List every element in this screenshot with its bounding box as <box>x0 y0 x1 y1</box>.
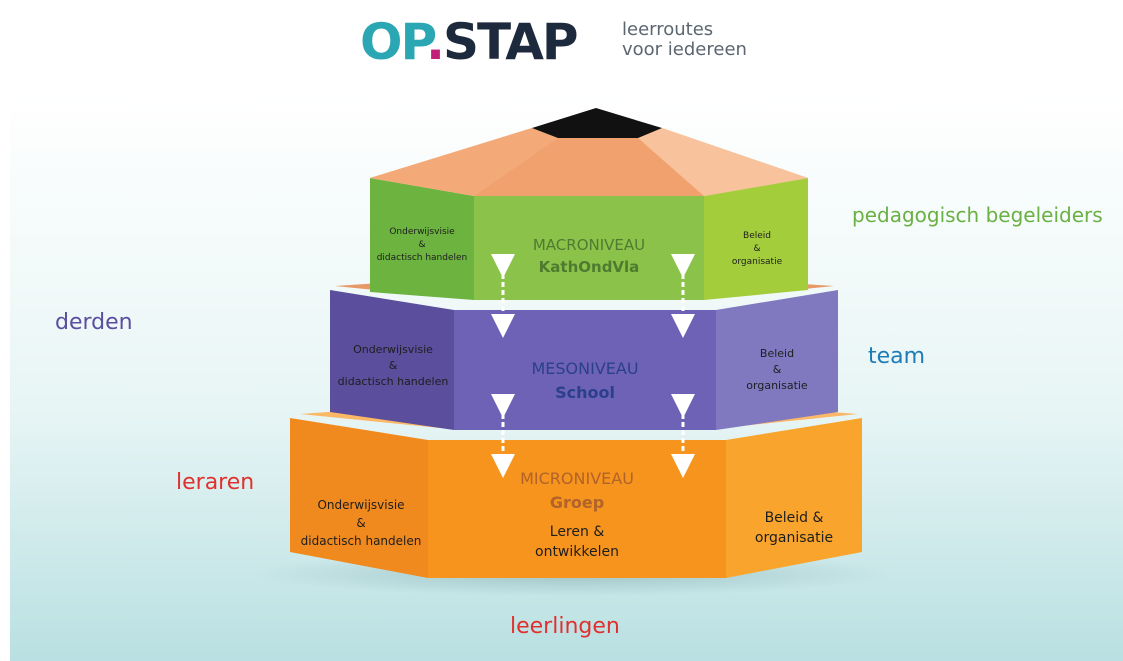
macro-name: KathOndVla <box>538 258 640 276</box>
meso-right-text: Beleid & organisatie <box>746 347 808 392</box>
macro-front-face <box>474 196 704 300</box>
tier-macro <box>370 178 808 300</box>
macro-right-face <box>704 178 808 300</box>
macro-left-text: Onderwijsvisie & didactisch handelen <box>376 227 468 263</box>
label-derden: derden <box>55 310 133 335</box>
logo-dot: . <box>425 13 445 71</box>
logo-tagline-line1: leerroutes <box>622 19 714 40</box>
micro-right-face <box>726 418 862 578</box>
roof-left <box>370 128 558 196</box>
meso-name: School <box>555 383 615 402</box>
roof-front <box>474 138 704 196</box>
meso-level-title: MESONIVEAU <box>531 359 639 378</box>
logo-stap: STAP <box>442 13 579 71</box>
meso-left-text: Onderwijsvisie & didactisch handelen <box>337 343 449 388</box>
logo-op: OP <box>360 13 428 71</box>
roof <box>370 108 808 196</box>
meso-front-face <box>454 310 716 430</box>
label-team: team <box>868 344 926 369</box>
micro-level-title: MICRONIVEAU <box>520 469 634 488</box>
micro-left-face <box>290 418 428 578</box>
macro-left-face <box>370 178 474 300</box>
micro-left-text: Onderwijsvisie & didactisch handelen <box>300 498 422 548</box>
micro-right-text: Beleid & organisatie <box>754 510 834 546</box>
logo-tagline: leerroutes voor iedereen <box>622 20 747 60</box>
opstap-logo: OP.STAP leerroutes voor iedereen <box>360 12 780 72</box>
macro-level-title: MACRONIVEAU <box>532 236 646 254</box>
micro-name: Groep <box>549 493 605 512</box>
label-leraren: leraren <box>176 470 255 495</box>
roof-tip <box>532 108 662 138</box>
logo-tagline-line2: voor iedereen <box>622 39 747 60</box>
label-leerlingen: leerlingen <box>510 614 620 639</box>
connector-arrows <box>491 254 695 478</box>
meso-left-face <box>330 290 454 430</box>
macro-right-text: Beleid & organisatie <box>731 231 783 267</box>
micro-center-extra: Leren & ontwikkelen <box>535 524 619 560</box>
meso-right-face <box>716 290 838 430</box>
label-pedagogisch-begeleiders: pedagogisch begeleiders <box>852 203 1103 227</box>
logo-wordmark: OP.STAP <box>360 12 579 72</box>
roof-right <box>638 128 808 196</box>
